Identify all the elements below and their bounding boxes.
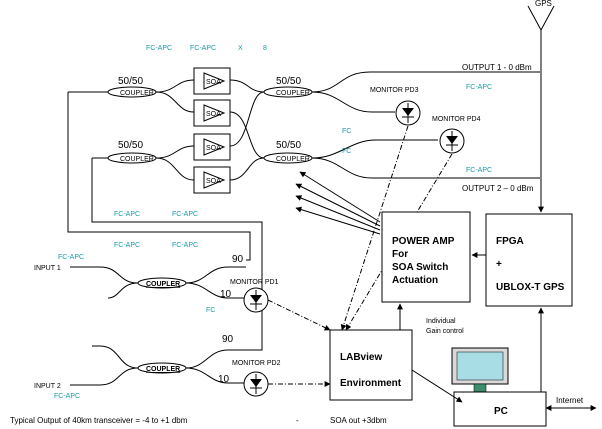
- output-1-label: OUTPUT 1 - 0 dBm: [462, 63, 532, 72]
- pc-block: [453, 391, 547, 427]
- monitor-pd2-label: MONITOR PD2: [232, 360, 281, 367]
- photodiode-pd1-icon: [243, 287, 269, 313]
- ratio-10-1: 10: [220, 289, 232, 300]
- coupler-right-2: COUPLER: [263, 152, 313, 164]
- monitor-pd1-label: MONITOR PD1: [230, 279, 279, 286]
- input-1-label: INPUT 1: [34, 265, 61, 272]
- coupler-left-2-label: COUPLER: [120, 156, 154, 163]
- soa-3-label: SOA: [206, 145, 221, 152]
- fc-apc-mid-1: FC-APC: [114, 211, 140, 218]
- soa-3: SOA: [193, 133, 231, 161]
- soa-4: SOA: [193, 166, 231, 194]
- labview-line1: LABview: [340, 352, 382, 363]
- ratio-90-1: 90: [232, 254, 244, 265]
- fc-pd3: FC: [342, 128, 351, 135]
- fc-pd4: FC: [342, 148, 351, 155]
- gps-antenna-icon: [527, 5, 555, 213]
- footer-left: Typical Output of 40km transceiver = -4 …: [10, 416, 188, 425]
- soa-2: SOA: [193, 99, 231, 127]
- fc-apc-input-1: FC-APC: [58, 254, 84, 261]
- pc-monitor-icon: [451, 347, 509, 393]
- photodiode-pd4-icon: [439, 128, 465, 154]
- soa-4-label: SOA: [206, 178, 221, 185]
- soa-1: SOA: [193, 67, 231, 95]
- coupler-right-1-label: COUPLER: [276, 90, 310, 97]
- ratio-left-1: 50/50: [118, 76, 143, 87]
- fc-apc-mid-2: FC-APC: [172, 211, 198, 218]
- footer-dash: -: [296, 416, 299, 425]
- x-label: X: [238, 45, 243, 52]
- coupler-right-2-label: COUPLER: [276, 156, 310, 163]
- gps-label: GPS: [535, 0, 552, 8]
- power-amp-line1: POWER AMP: [392, 236, 455, 247]
- fc-apc-output-1: FC-APC: [466, 84, 492, 91]
- fpga-line1: FPGA: [496, 236, 524, 247]
- gain-control-line1: Individual: [426, 318, 456, 325]
- photodiode-pd3-icon: [395, 100, 421, 126]
- ratio-left-2: 50/50: [118, 140, 143, 151]
- coupler-input-1: COUPLER: [137, 277, 187, 289]
- fc-input-1: FC: [206, 307, 215, 314]
- fc-apc-output-2: FC-APC: [466, 167, 492, 174]
- ratio-10-2: 10: [218, 374, 230, 385]
- fc-apc-input-2: FC-APC: [54, 393, 80, 400]
- labview-block: [329, 329, 413, 401]
- coupler-input-2-label: COUPLER: [146, 366, 180, 373]
- soa-1-label: SOA: [206, 79, 221, 86]
- power-amp-line2: For: [392, 249, 408, 260]
- fc-apc-top-1: FC-APC: [146, 45, 172, 52]
- gain-control-line2: Gain control: [426, 328, 464, 335]
- coupler-left-1: COUPLER: [107, 86, 157, 98]
- soa-2-label: SOA: [206, 111, 221, 118]
- fpga-block: [485, 213, 573, 307]
- pc-label: PC: [494, 406, 508, 417]
- power-amp-line4: Actuation: [392, 275, 438, 286]
- ratio-right-1: 50/50: [276, 76, 301, 87]
- footer-right: SOA out +3dbm: [330, 416, 387, 425]
- coupler-left-1-label: COUPLER: [120, 90, 154, 97]
- ratio-right-2: 50/50: [276, 140, 301, 151]
- coupler-input-2: COUPLER: [137, 362, 187, 374]
- ratio-90-2: 90: [222, 334, 234, 345]
- power-amp-block: [381, 211, 471, 303]
- labview-line2: Environment: [340, 378, 402, 389]
- coupler-right-1: COUPLER: [263, 86, 313, 98]
- fc-apc-mid-3: FC-APC: [114, 242, 140, 249]
- internet-label: Internet: [556, 396, 584, 405]
- monitor-pd4-label: MONITOR PD4: [432, 116, 481, 123]
- power-amp-line3: SOA Switch: [392, 262, 448, 273]
- monitor-pd3-label: MONITOR PD3: [370, 87, 419, 94]
- fc-apc-top-2: FC-APC: [190, 45, 216, 52]
- fpga-line3: UBLOX-T GPS: [496, 282, 565, 293]
- output-2-label: OUTPUT 2 – 0 dBm: [462, 184, 534, 193]
- input-2-label: INPUT 2: [34, 383, 61, 390]
- fc-apc-mid-4: FC-APC: [172, 242, 198, 249]
- coupler-left-2: COUPLER: [107, 152, 157, 164]
- eight-label: 8: [263, 45, 267, 52]
- photodiode-pd2-icon: [243, 371, 269, 397]
- fpga-line2: +: [496, 259, 502, 270]
- coupler-input-1-label: COUPLER: [146, 281, 180, 288]
